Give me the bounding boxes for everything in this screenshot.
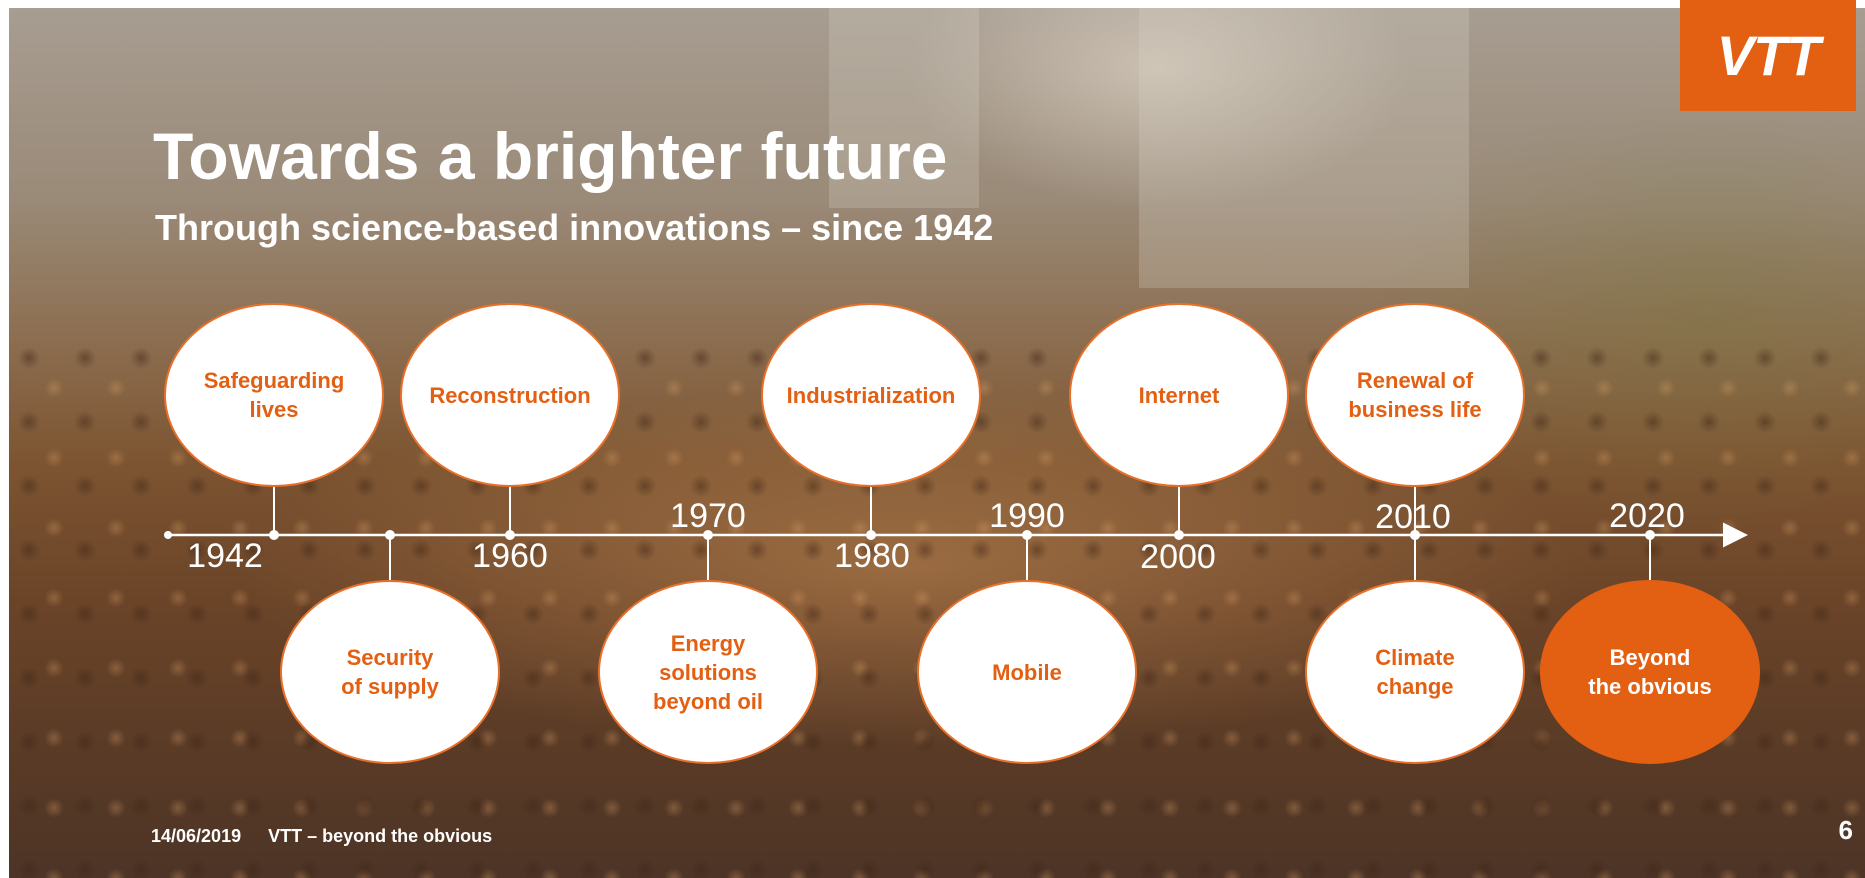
- year-label-2010: 2010: [1375, 498, 1451, 536]
- footer: 14/06/2019 VTT – beyond the obvious: [151, 826, 492, 847]
- milestone-reconstruction: Reconstruction: [400, 303, 620, 487]
- milestone-mobile: Mobile: [917, 580, 1137, 764]
- background-building: [829, 8, 979, 208]
- timeline-node-dot: [866, 530, 876, 540]
- timeline-node-dot: [385, 530, 395, 540]
- year-label-2020: 2020: [1609, 497, 1685, 535]
- timeline-node-dot: [1022, 530, 1032, 540]
- timeline-node-dot: [703, 530, 713, 540]
- footer-date: 14/06/2019: [151, 826, 242, 846]
- milestone-internet: Internet: [1069, 303, 1289, 487]
- timeline-node-dot: [1410, 530, 1420, 540]
- milestone-safeguarding-lives: Safeguarding lives: [164, 303, 384, 487]
- year-label-1980: 1980: [834, 537, 910, 575]
- milestone-energy-solutions: Energy solutions beyond oil: [598, 580, 818, 764]
- timeline-node-dot: [1174, 530, 1184, 540]
- milestone-beyond-the-obvious: Beyond the obvious: [1540, 580, 1760, 764]
- year-label-1942: 1942: [187, 537, 263, 575]
- footer-tagline: VTT – beyond the obvious: [268, 826, 493, 846]
- year-label-1970: 1970: [670, 497, 746, 535]
- slide-title: Towards a brighter future: [153, 119, 948, 193]
- timeline-node-dot: [269, 530, 279, 540]
- year-label-1960: 1960: [472, 537, 548, 575]
- timeline-node-dot: [1645, 530, 1655, 540]
- milestone-industrialization: Industrialization: [761, 303, 981, 487]
- slide-subtitle: Through science-based innovations – sinc…: [155, 207, 994, 248]
- milestone-climate-change: Climate change: [1305, 580, 1525, 764]
- timeline-node-dot: [505, 530, 515, 540]
- page-number: 6: [1838, 815, 1853, 845]
- milestone-renewal-of-business-life: Renewal of business life: [1305, 303, 1525, 487]
- vtt-logo: VTT: [1680, 0, 1856, 111]
- year-label-2000: 2000: [1140, 538, 1216, 576]
- background-building: [1139, 8, 1469, 288]
- milestone-security-of-supply: Security of supply: [280, 580, 500, 764]
- year-label-1990: 1990: [989, 497, 1065, 535]
